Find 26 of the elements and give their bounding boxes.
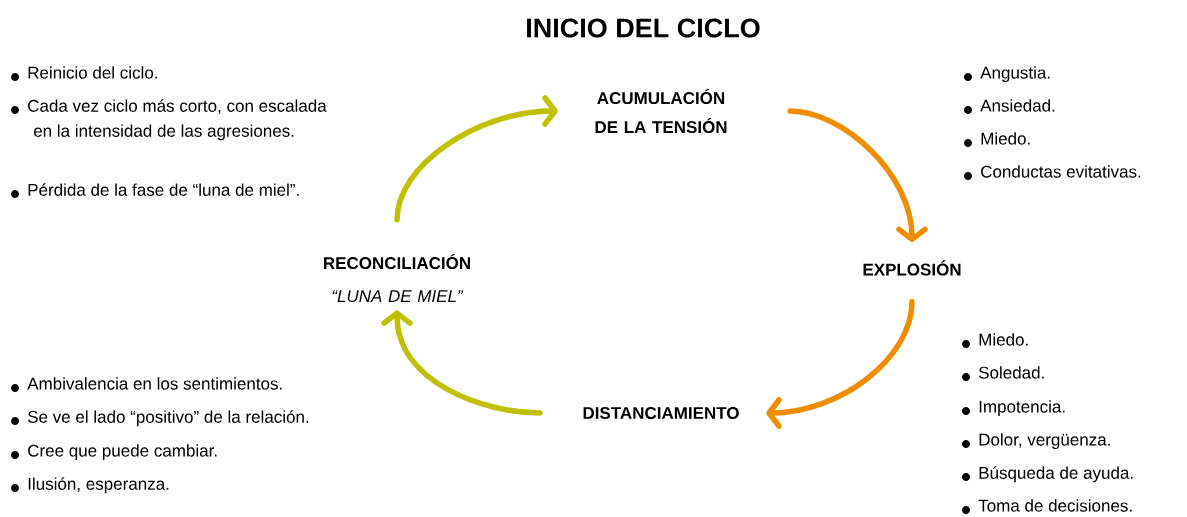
bullet-item: Reinicio del ciclo.: [11, 66, 157, 81]
bullet-item: Cada vez ciclo más corto, con escalada en la intensidad de las agresiones.: [11, 99, 327, 141]
curved-arrow: [394, 95, 558, 223]
bullet-item: Toma de decisiones.: [962, 499, 1132, 514]
bullet-item: Pérdida de la fase de “luna de miel”.: [11, 183, 299, 198]
bullet-item: Angustia.: [964, 66, 1050, 83]
bullet-item: Miedo.: [964, 132, 1030, 147]
bullet-item: Cree que puede cambiar.: [11, 444, 217, 461]
bullet-item: Ambivalencia en los sentimientos.: [11, 377, 282, 392]
bullet-item: Conductas evitativas.: [964, 165, 1141, 180]
bullet-item: Miedo.: [962, 333, 1028, 348]
bullet-item: Búsqueda de ayuda.: [962, 466, 1133, 483]
bullet-item: Ansiedad.: [964, 99, 1055, 114]
curved-arrow: [787, 108, 928, 243]
bullet-item: Impotencia.: [962, 400, 1065, 417]
bullet-item: Ilusión, esperanza.: [11, 477, 169, 494]
curved-arrow: [381, 310, 543, 416]
curved-arrow: [766, 299, 915, 429]
phase-label: DISTANCIAMIENTO: [583, 406, 739, 419]
bullet-item: Dolor, vergüenza.: [962, 433, 1110, 450]
phase-label: RECONCILIACIÓN “LUNA DE MIEL”: [324, 253, 470, 303]
title: INICIO DEL CICLO: [527, 18, 760, 38]
phase-label: ACUMULACIÓN DE LA TENSIÓN: [595, 88, 727, 134]
phase-label: EXPLOSIÓN: [863, 260, 961, 276]
bullet-item: Se ve el lado “positivo” de la relación.: [11, 410, 309, 427]
bullet-item: Soledad.: [962, 366, 1044, 381]
